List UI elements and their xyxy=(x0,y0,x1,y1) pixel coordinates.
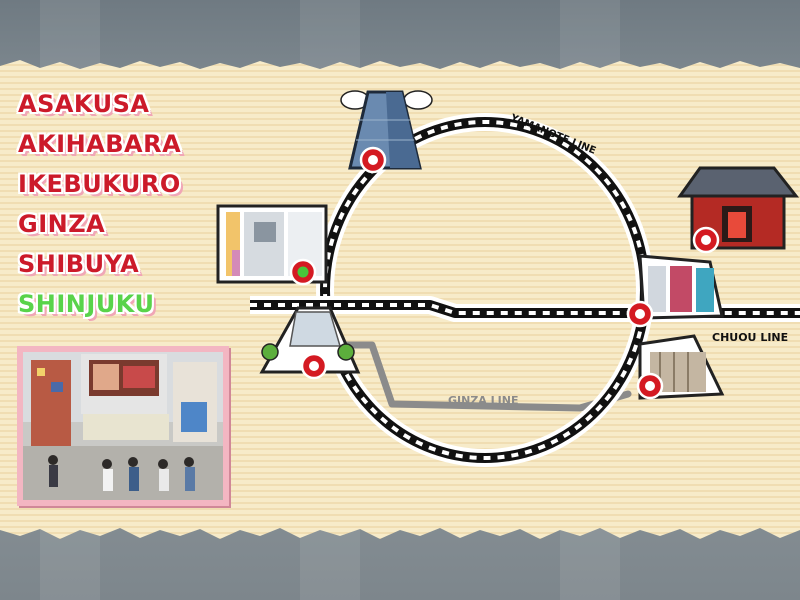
asakusa-building xyxy=(677,166,800,250)
akihabara-building xyxy=(638,254,724,320)
menu-item-asakusa[interactable]: ASAKUSA xyxy=(18,90,150,118)
menu-item-shinjuku[interactable]: SHINJUKU xyxy=(18,290,155,318)
menu-item-ikebukuro[interactable]: IKEBUKURO xyxy=(18,170,181,198)
station-shibuya[interactable] xyxy=(300,352,328,380)
menu-item-shibuya[interactable]: SHIBUYA xyxy=(18,250,140,278)
destination-menu: ASAKUSA AKIHABARA IKEBUKURO GINZA SHIBUY… xyxy=(18,84,181,324)
menu-item-ginza[interactable]: GINZA xyxy=(18,210,106,238)
destination-preview-frame xyxy=(17,346,229,506)
station-ikebukuro[interactable] xyxy=(359,146,387,174)
ginza-line-label: GINZA LINE xyxy=(448,394,518,407)
shibuya-building xyxy=(259,306,361,374)
station-ginza[interactable] xyxy=(636,372,664,400)
station-asakusa[interactable] xyxy=(692,226,720,254)
menu-item-akihabara[interactable]: AKIHABARA xyxy=(18,130,182,158)
chuou-line-label: CHUOU LINE xyxy=(712,331,788,344)
station-shinjuku[interactable] xyxy=(289,258,317,286)
station-akihabara[interactable] xyxy=(626,300,654,328)
destination-preview-photo xyxy=(23,352,223,500)
